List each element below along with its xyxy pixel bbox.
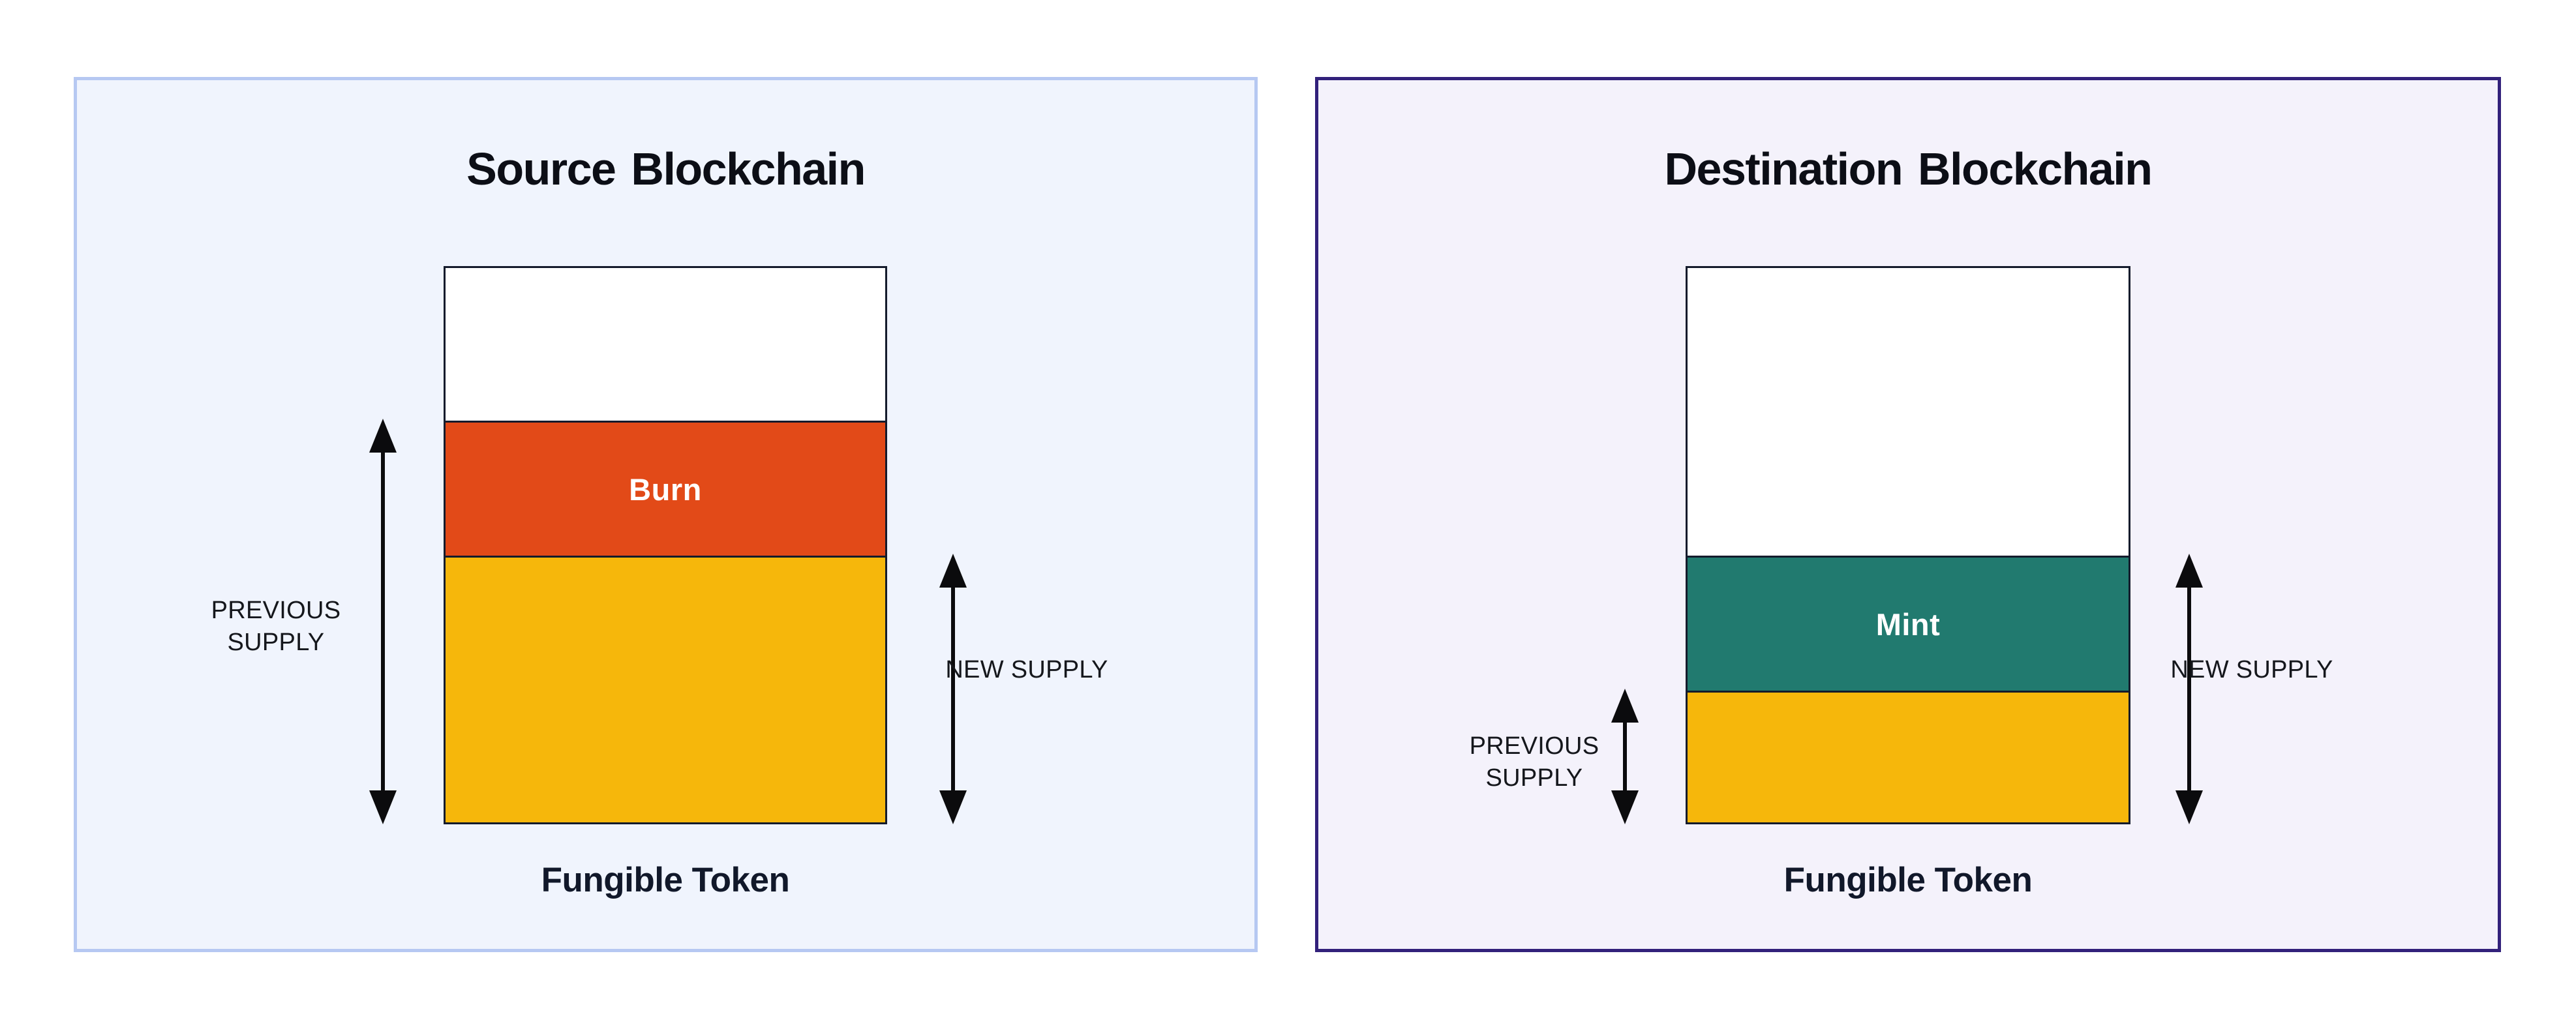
destination-token-supply-bar: Mint — [1686, 266, 2130, 824]
source-burn-segment: Burn — [446, 421, 885, 556]
destination-panel-title: Destination Blockchain — [1664, 143, 2153, 194]
source-new-supply-arrow — [939, 554, 967, 824]
source-new-supply-label: NEW SUPPLY — [945, 656, 1108, 683]
destination-mint-segment: Mint — [1688, 556, 2129, 691]
arrow-down-icon — [1611, 790, 1639, 824]
source-token-caption: Fungible Token — [541, 861, 790, 899]
arrow-shaft — [1623, 716, 1627, 797]
destination-token-caption: Fungible Token — [1783, 861, 2033, 899]
source-previous-supply-arrow — [369, 419, 397, 824]
mint-segment-label: Mint — [1875, 606, 1941, 642]
destination-new-supply-arrow — [2175, 554, 2204, 824]
destination-new-supply-label: NEW SUPPLY — [2170, 656, 2333, 683]
destination-previous-supply-segment — [1688, 691, 2129, 822]
source-token-supply-bar: Burn — [444, 266, 887, 824]
source-unallocated-segment — [446, 268, 885, 421]
destination-blockchain-panel: Destination Blockchain Mint PREVIOUS SUP… — [1315, 77, 2501, 952]
source-previous-supply-label: PREVIOUS SUPPLY — [211, 597, 341, 656]
destination-previous-supply-label: PREVIOUS SUPPLY — [1469, 732, 1599, 792]
burn-segment-label: Burn — [629, 472, 702, 507]
destination-unallocated-segment — [1688, 268, 2129, 556]
arrow-shaft — [951, 581, 955, 797]
arrow-down-icon — [939, 790, 967, 824]
source-blockchain-panel: Source Blockchain Burn PREVIOUS SUPPLY N… — [74, 77, 1258, 952]
source-remaining-supply-segment — [446, 556, 885, 822]
source-panel-title: Source Blockchain — [466, 143, 866, 194]
arrow-shaft — [2187, 581, 2191, 797]
destination-previous-supply-arrow — [1611, 689, 1639, 824]
arrow-shaft — [381, 446, 385, 797]
arrow-down-icon — [369, 790, 397, 824]
arrow-down-icon — [2175, 790, 2203, 824]
